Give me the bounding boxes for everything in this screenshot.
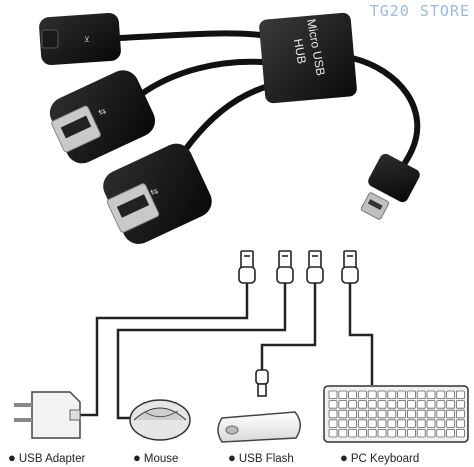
micro-usb-male-plug — [360, 153, 420, 220]
keyboard-icon — [323, 385, 469, 443]
mouse-icon — [129, 399, 191, 441]
svg-text:⇆: ⇆ — [97, 106, 108, 118]
micro-usb-female-port: ⊻ — [39, 12, 121, 66]
usb-a-female-port-1: ⇆ — [49, 70, 156, 164]
device-label-pc-keyboard: ●PC Keyboard — [340, 450, 420, 465]
usb-plug-icon-flash — [255, 369, 269, 397]
wiring-lines — [78, 283, 374, 420]
usb-plug-icon-2 — [276, 250, 294, 284]
device-label-mouse: ●Mouse — [133, 450, 179, 465]
usb-plug-icon-3 — [306, 250, 324, 284]
usb-flash-drive-icon — [217, 411, 301, 443]
svg-text:⊻: ⊻ — [84, 35, 90, 44]
usb-a-female-port-2: ⇆ — [103, 143, 212, 244]
device-label-usb-adapter: ●USB Adapter — [8, 450, 86, 465]
device-label-usb-flash: ●USB Flash — [228, 450, 294, 465]
usb-hub: Micro USB HUB — [259, 12, 357, 104]
store-watermark: TG20 STORE — [369, 2, 470, 20]
svg-text:⇆: ⇆ — [149, 186, 160, 198]
usb-plug-outlines — [238, 250, 359, 397]
usb-plug-icon-1 — [238, 250, 256, 284]
hub-label-line2: HUB — [291, 38, 309, 65]
power-adapter-icon — [14, 391, 81, 439]
usb-plug-icon-4 — [341, 250, 359, 284]
